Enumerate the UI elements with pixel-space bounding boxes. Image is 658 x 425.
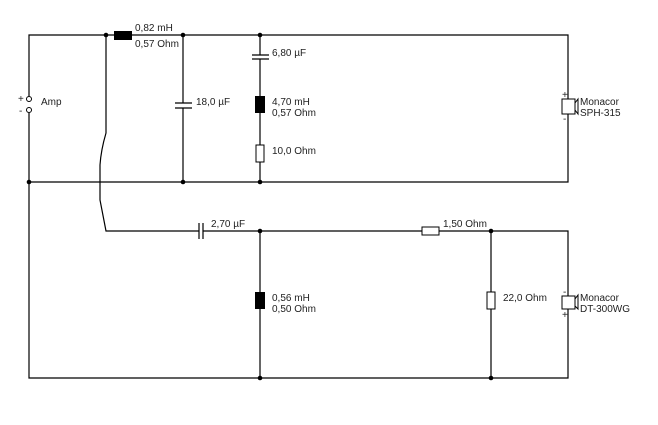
- capacitor-6.80uF: 6,80 µF: [252, 48, 306, 60]
- speaker-minus-sign: -: [563, 114, 566, 125]
- amp-input: + - Amp: [18, 94, 62, 117]
- speaker-model: DT-300WG: [580, 304, 630, 315]
- speaker-model: SPH-315: [580, 108, 621, 119]
- resistor-1.50ohm: 1,50 Ohm: [421, 219, 487, 236]
- component-value: 18,0 µF: [196, 97, 230, 108]
- inductor-0.56mH: 0,56 mH 0,50 Ohm: [255, 292, 316, 315]
- speaker-brand: Monacor: [580, 97, 620, 108]
- component-resistance: 0,57 Ohm: [135, 39, 179, 50]
- speaker-plus-sign: +: [562, 90, 568, 101]
- component-value: 22,0 Ohm: [503, 293, 547, 304]
- component-value: 2,70 µF: [211, 219, 245, 230]
- speaker-woofer: + - Monacor SPH-315: [561, 90, 621, 125]
- resistor-22ohm: 22,0 Ohm: [486, 291, 547, 310]
- component-value: 6,80 µF: [272, 48, 306, 59]
- speaker-minus-sign: -: [563, 287, 566, 298]
- amp-label: Amp: [41, 97, 62, 108]
- component-value: 10,0 Ohm: [272, 146, 316, 157]
- amp-minus-sign: -: [19, 106, 22, 117]
- wires: [28, 34, 569, 379]
- component-value: 1,50 Ohm: [443, 219, 487, 230]
- junction-dots: [26, 32, 494, 381]
- capacitor-18uF: 18,0 µF: [175, 97, 230, 109]
- speaker-plus-sign: +: [562, 310, 568, 321]
- component-value: 4,70 mH: [272, 97, 310, 108]
- speaker-brand: Monacor: [580, 293, 620, 304]
- component-resistance: 0,50 Ohm: [272, 304, 316, 315]
- component-value: 0,82 mH: [135, 23, 173, 34]
- amp-plus-sign: +: [18, 94, 24, 105]
- speaker-tweeter: - + Monacor DT-300WG: [561, 287, 630, 321]
- inductor-4.70mH: 4,70 mH 0,57 Ohm: [255, 96, 316, 119]
- resistor-10ohm: 10,0 Ohm: [255, 144, 316, 163]
- inductor-0.82mH: 0,82 mH 0,57 Ohm: [114, 23, 179, 50]
- component-resistance: 0,57 Ohm: [272, 108, 316, 119]
- capacitor-2.70uF: 2,70 µF: [198, 219, 245, 239]
- component-value: 0,56 mH: [272, 293, 310, 304]
